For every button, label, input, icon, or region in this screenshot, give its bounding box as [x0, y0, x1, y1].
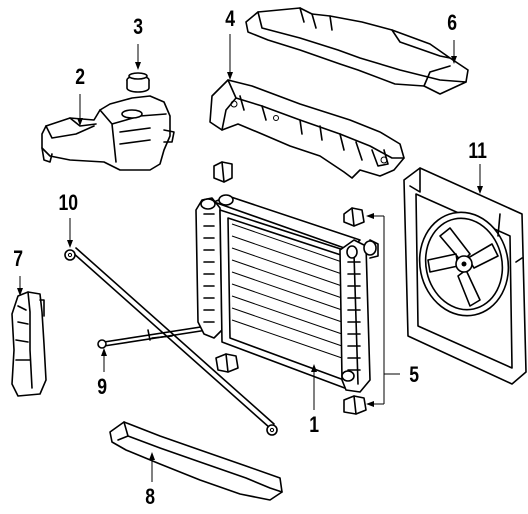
callout-11: 11 — [468, 138, 487, 163]
callout-4: 4 — [225, 6, 236, 31]
callout-1: 1 — [309, 412, 320, 437]
callout-5: 5 — [409, 362, 420, 387]
callout-10: 10 — [58, 190, 79, 215]
part-6-air-baffle — [245, 7, 469, 95]
part-8-lower-deflector — [109, 421, 283, 501]
leader-lines — [17, 34, 483, 482]
part-1-radiator — [195, 194, 379, 393]
part-10-brace-rod — [64, 247, 278, 436]
callout-2: 2 — [75, 64, 86, 89]
callout-6: 6 — [447, 10, 458, 35]
part-3-cap — [126, 72, 150, 93]
part-7-side-baffle — [11, 291, 47, 397]
part-5-insulators — [213, 161, 367, 415]
part-11-fan-shroud — [403, 167, 527, 385]
callout-3: 3 — [133, 14, 144, 39]
callout-9: 9 — [97, 374, 108, 399]
callout-7: 7 — [13, 246, 24, 271]
callout-8: 8 — [145, 484, 156, 509]
part-2-coolant-reservoir — [41, 95, 175, 171]
part-4-upper-support — [209, 79, 405, 179]
